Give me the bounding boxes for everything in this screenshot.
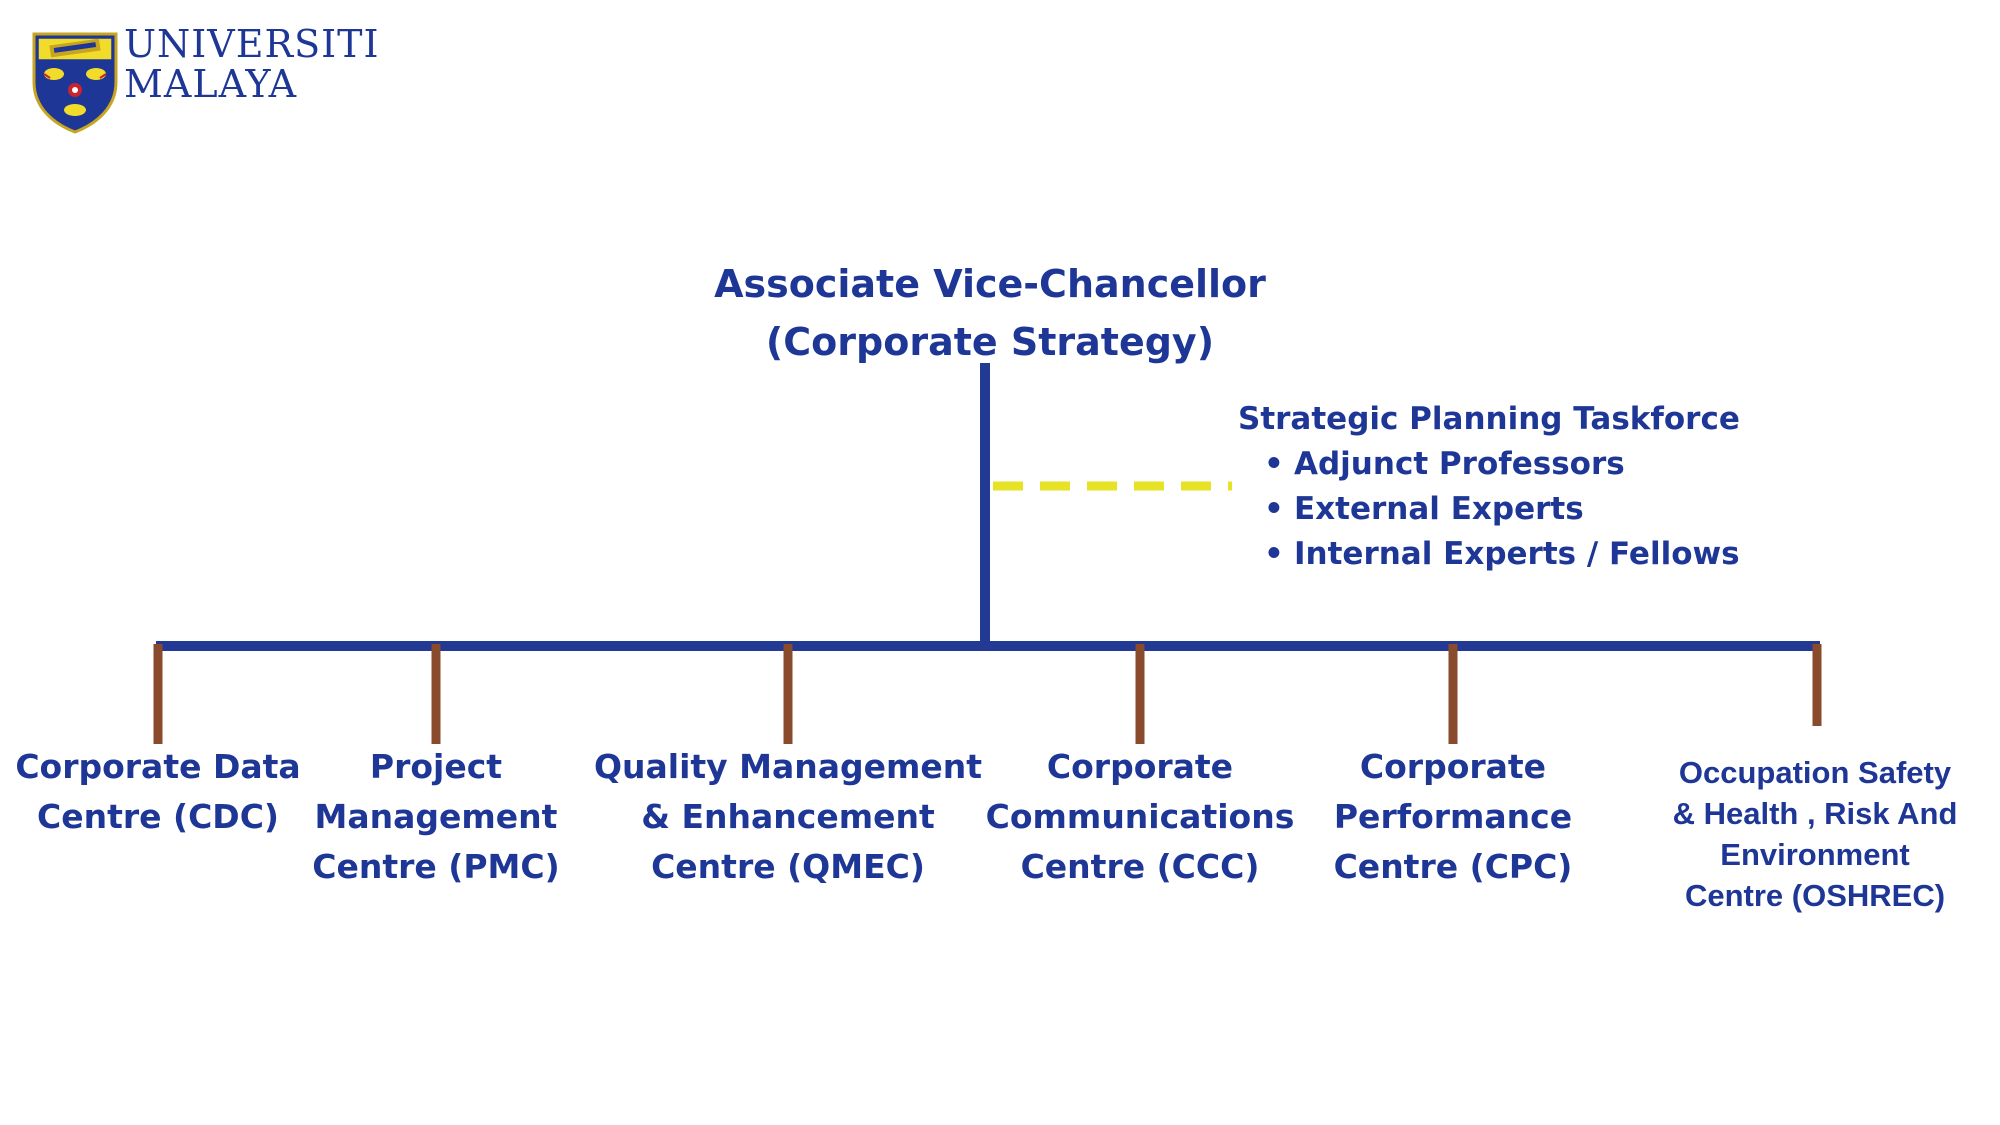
taskforce-item: Internal Experts / Fellows: [1264, 532, 1740, 577]
taskforce-list: Adjunct Professors External Experts Inte…: [1238, 442, 1740, 577]
child-node-oshrec: Occupation Safety & Health , Risk And En…: [1672, 755, 1958, 913]
child-node-qmec: Quality Management & Enhancement Centre …: [593, 747, 983, 886]
taskforce-panel: Strategic Planning Taskforce Adjunct Pro…: [1238, 397, 1740, 577]
wordmark-line-2: MALAYA: [124, 62, 298, 106]
university-wordmark: UNIVERSITI MALAYA: [124, 24, 379, 104]
child-node-ccc: Corporate Communications Centre (CCC): [985, 747, 1295, 886]
taskforce-title: Strategic Planning Taskforce: [1238, 401, 1740, 437]
university-crest-icon: [32, 32, 118, 134]
root-node-label: Associate Vice-Chancellor (Corporate Str…: [714, 262, 1266, 364]
taskforce-item: Adjunct Professors: [1264, 442, 1740, 487]
child-node-cpc: Corporate Performance Centre (CPC): [1333, 747, 1573, 886]
child-node-cdc: Corporate Data Centre (CDC): [15, 747, 301, 836]
child-node-pmc: Project Management Centre (PMC): [312, 747, 560, 886]
taskforce-item: External Experts: [1264, 487, 1740, 532]
wordmark-line-1: UNIVERSITI: [124, 22, 380, 66]
